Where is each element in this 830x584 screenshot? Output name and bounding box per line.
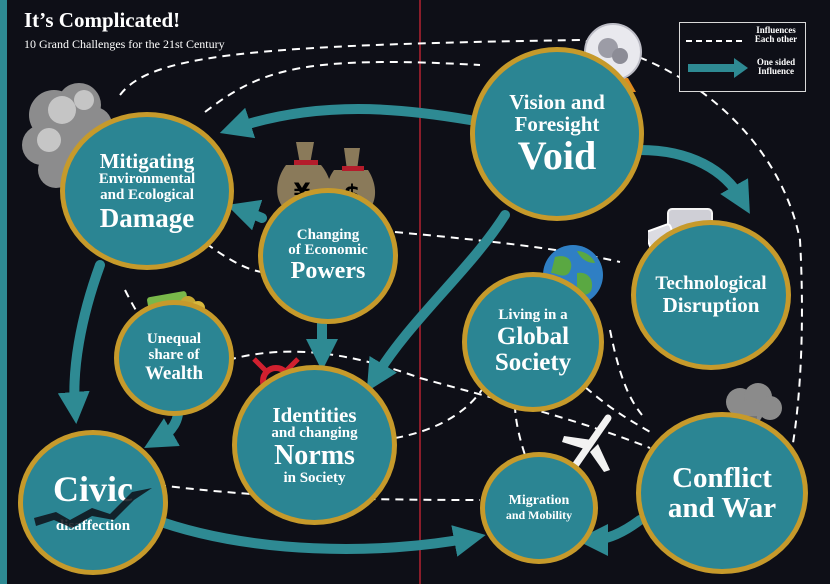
node-global-society: Living in a Global Society [462,272,604,412]
arrow-vision-to-mitigating [219,104,475,139]
arrow-vision-to-identities [366,210,510,392]
node-identities-norms: Identities and changing Norms in Society [232,365,397,525]
dashed-link-identities-global [394,384,486,439]
civic-line-1: Civic [53,468,133,509]
center-divider-line [419,0,421,584]
global-line-3: Society [494,348,572,376]
legend-dashed-label: Influences Each other [754,25,798,45]
wealth-line-2: share of [148,347,200,364]
legend: Influences Each other One sided Influenc… [679,22,806,92]
airplane-icon [562,414,612,474]
mitigating-line-3: and Ecological [100,186,194,203]
migration-line-1: Migration [508,493,570,509]
node-economic-powers: Changing of Economic Powers [258,188,398,324]
conflict-line-2: and War [667,492,777,524]
node-technological-disruption: Technological Disruption [631,220,791,370]
wealth-line-1: Unequal [146,331,202,348]
dashed-link-mitigating-vision [204,61,481,113]
crack-icon [34,488,152,528]
dashed-link-global-conflict [574,377,651,433]
smoke-cloud-icon [22,83,112,188]
legend-arrow-label: One sided Influence [756,57,796,77]
mitigating-line-2: Environmental [98,171,196,188]
tech-line-2: Disruption [662,292,760,317]
identities-line-3: Norms [274,440,355,472]
dashed-link-global-migration [514,404,526,456]
dashed-link-mitigating-wealth [124,289,151,341]
tech-line-1: Technological [655,273,767,294]
node-unequal-wealth: Unequal share of Wealth [114,300,234,416]
node-civic-disaffection: Civic disaffection [18,430,168,575]
identities-line-2: and changing [271,424,358,441]
node-migration-mobility: Migration and Mobility [480,452,598,564]
global-line-2: Global [496,322,570,350]
identities-line-4: in Society [283,469,346,486]
migration-line-2: and Mobility [505,508,573,523]
wealth-line-3: Wealth [144,362,204,384]
vision-line-2: Foresight [514,112,600,136]
economic-line-2: of Economic [288,242,368,259]
node-vision-foresight-void: Vision and Foresight Void [470,47,644,221]
page-subtitle: 10 Grand Challenges for the 21st Century [24,37,225,51]
mitigating-line-1: Mitigating [99,149,195,174]
left-accent-strip [0,0,7,584]
page-title: It’s Complicated! [24,8,181,32]
legend-symbols [686,40,748,78]
mitigating-line-4: Damage [99,202,195,233]
economic-line-3: Powers [290,258,366,285]
vision-line-3: Void [517,133,597,179]
economic-line-1: Changing [296,226,360,243]
dashed-link-wealth-identities [227,350,651,449]
arrow-conflict-to-migration [576,515,645,556]
explosion-icon [726,383,782,443]
arrow-civic-to-migration [145,513,486,557]
arrow-mitigating-to-civic [57,260,105,424]
vision-line-1: Vision and [509,89,605,114]
dashed-link-tech-global [609,329,643,416]
identities-line-1: Identities [272,402,357,427]
conflict-line-1: Conflict [672,461,772,494]
node-mitigating-damage: Mitigating Environmental and Ecological … [60,112,234,270]
arrow-vision-to-technological [635,145,750,214]
arrow-economic-to-mitigating [226,199,267,231]
node-conflict-war: Conflict and War [636,412,808,574]
global-line-1: Living in a [498,306,568,323]
